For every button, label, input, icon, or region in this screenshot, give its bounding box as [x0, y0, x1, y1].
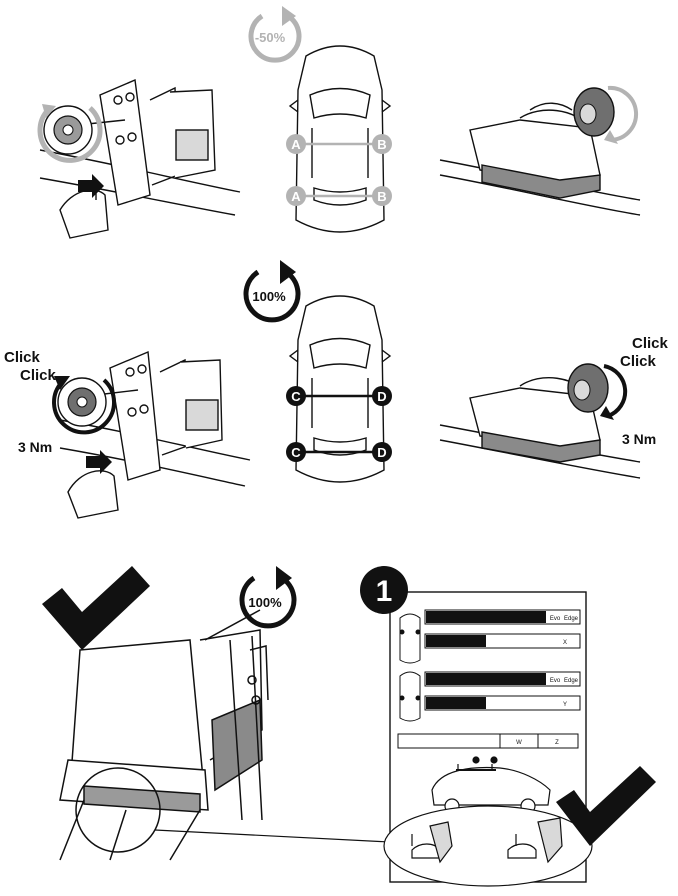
foot-label-front-left-step1: A [291, 137, 301, 152]
row2-left-rotate-arrow-icon [52, 376, 116, 435]
fit-sheet-row-1-fill-top [426, 611, 546, 623]
fit-sheet-header-w: W [516, 740, 522, 746]
foot-label-rear-left-step2: C [291, 445, 301, 460]
fit-sheet-row-1-col-b: Edge [564, 616, 579, 622]
fit-sheet-row-1-col-a: Evo [550, 616, 561, 622]
fit-sheet-row-2-col-b: Edge [564, 678, 579, 684]
torque-label-right: 3 Nm [622, 431, 656, 447]
car-top-view-step1 [288, 45, 392, 233]
foot-marker-front-right-step2 [372, 386, 392, 406]
click-text-left-1: Click [4, 349, 41, 366]
fit-sheet-detail-oval [383, 805, 593, 887]
row1-left-rotate-arrow-icon [37, 104, 103, 163]
row2-push-arrow-icon [86, 450, 112, 474]
row1-foot-loosen-illustration [39, 78, 241, 239]
foot-label-rear-left-step1: A [291, 189, 301, 204]
foot-marker-rear-right-step1 [372, 186, 392, 206]
click-text-left-2: Click [20, 367, 57, 384]
fit-sheet-bottom-header-bar [397, 733, 579, 749]
car-top-view-step2 [288, 295, 392, 483]
torque-label-left: 3 Nm [18, 439, 52, 455]
foot-marker-rear-left-step1 [286, 186, 306, 206]
magnifier-circle [75, 767, 391, 853]
rotate-arrow-icon-100-step2 [243, 260, 301, 323]
foot-label-rear-right-step1: B [377, 189, 386, 204]
checkmark-icon-left [42, 566, 150, 650]
row1-push-arrow-icon [78, 174, 104, 198]
foot-marker-front-left-step1 [286, 134, 306, 154]
fit-sheet-car-side-view [431, 756, 551, 814]
fit-sheet-row-2-col-c: Y [563, 702, 567, 708]
row2-right-rotate-arrow-icon [600, 364, 628, 420]
foot-label-front-right-step1: B [377, 137, 386, 152]
row1-knob [43, 105, 93, 155]
row2-foot-tighten-illustration [59, 350, 251, 519]
fit-sheet-row-1-col-c: X [563, 640, 567, 646]
row3-foot-closeup-illustration [59, 609, 269, 861]
fit-sheet-row-1-car-icon [399, 613, 421, 664]
fit-sheet-header-z: Z [555, 740, 559, 746]
checkmark-icon-right [556, 766, 656, 846]
rotate-arrow-icon-minus50 [248, 6, 302, 63]
step-number: 1 [376, 575, 393, 608]
click-text-right-2: Click [620, 353, 657, 370]
fit-sheet-row-2-car-icon [399, 671, 421, 722]
row1-foot-side-illustration [439, 102, 641, 216]
fit-sheet-row-2-fill-top [426, 673, 546, 685]
row2-foot-side-illustration [439, 377, 641, 479]
row2-knob [57, 377, 107, 427]
foot-label-front-right-step2: D [377, 389, 386, 404]
foot-marker-front-right-step1 [372, 134, 392, 154]
rotation-badge-100-step3: 100% [248, 595, 282, 610]
click-text-right-1: Click [632, 335, 669, 352]
row1-right-knob [573, 87, 615, 137]
row2-right-knob [567, 363, 609, 413]
foot-label-rear-right-step2: D [377, 445, 386, 460]
fit-sheet-row-1-fill-bottom [426, 635, 486, 647]
foot-marker-front-left-step2 [286, 386, 306, 406]
foot-label-front-left-step2: C [291, 389, 301, 404]
foot-marker-rear-right-step2 [372, 442, 392, 462]
fit-sheet-row-2-fill-bottom [426, 697, 486, 709]
number-badge-icon [360, 566, 408, 614]
rotate-arrow-icon-100-step3 [239, 566, 297, 629]
row1-right-rotate-arrow-icon [604, 85, 638, 144]
rotation-badge-minus50: -50% [255, 30, 286, 45]
rotation-badge-100-step2: 100% [252, 289, 286, 304]
foot-marker-rear-left-step2 [286, 442, 306, 462]
fit-sheet-row-2-col-a: Evo [550, 678, 561, 684]
